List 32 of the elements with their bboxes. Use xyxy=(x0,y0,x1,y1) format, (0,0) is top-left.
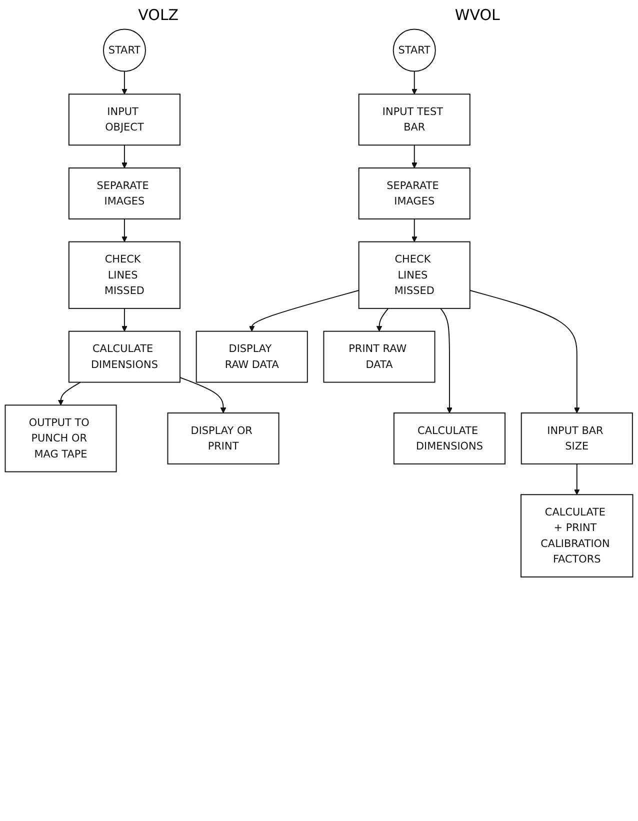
program-title: WVOL xyxy=(454,6,500,24)
node-box: SEPARATE IMAGES xyxy=(358,167,470,220)
arrow xyxy=(122,218,128,242)
node-box: DISPLAY RAW DATA xyxy=(196,330,308,383)
node-box: CALCULATE DIMENSIONS xyxy=(68,330,180,383)
node-box: INPUT OBJECT xyxy=(68,94,180,146)
arrow xyxy=(469,290,580,414)
node-box: INPUT BAR SIZE xyxy=(520,412,633,464)
arrow xyxy=(180,377,226,414)
arrow xyxy=(122,70,128,94)
arrow xyxy=(122,144,128,168)
node-circle: START xyxy=(392,28,436,72)
arrow xyxy=(412,70,418,94)
node-box: CHECK LINES MISSED xyxy=(358,241,470,309)
node-circle: START xyxy=(102,28,146,72)
node-box: INPUT TEST BAR xyxy=(358,94,470,146)
node-box: OUTPUT TO PUNCH OR MAG TAPE xyxy=(4,404,117,472)
arrow xyxy=(249,290,360,332)
arrow xyxy=(376,308,389,332)
node-box: PRINT RAW DATA xyxy=(323,330,436,383)
node-box: DISPLAY OR PRINT xyxy=(167,412,280,464)
arrow xyxy=(412,218,418,242)
node-box: SEPARATE IMAGES xyxy=(68,167,180,220)
arrow xyxy=(58,382,81,406)
program-title: VOLZ xyxy=(138,6,179,24)
node-box: CHECK LINES MISSED xyxy=(68,241,180,309)
arrow xyxy=(574,463,580,495)
arrow xyxy=(122,308,128,332)
arrow xyxy=(412,144,418,168)
node-box: CALCULATE DIMENSIONS xyxy=(393,412,506,464)
node-box: CALCULATE + PRINT CALIBRATION FACTORS xyxy=(520,494,634,578)
arrow xyxy=(440,308,452,414)
